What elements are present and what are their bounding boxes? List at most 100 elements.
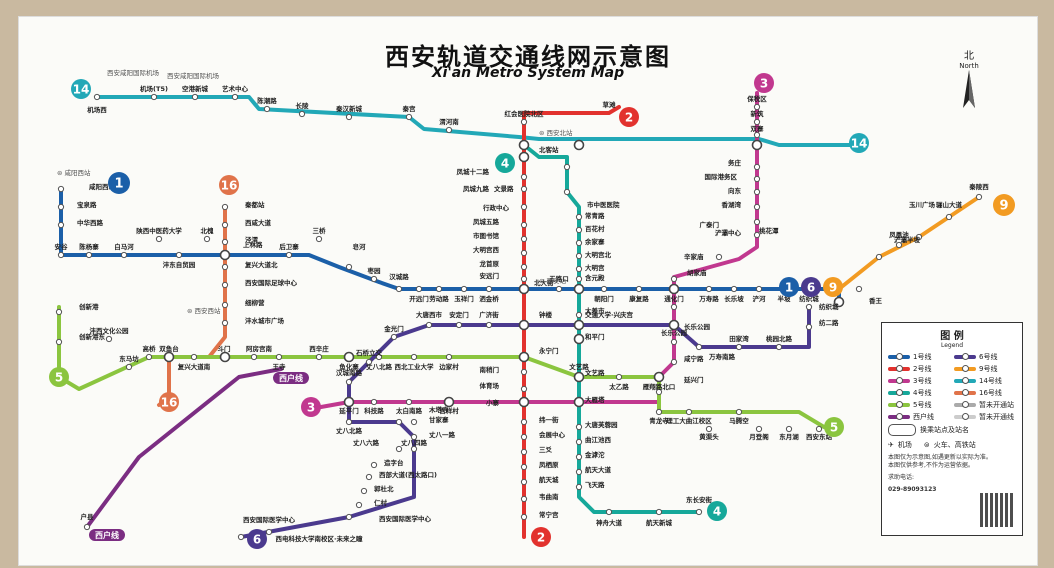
transfer-station[interactable] — [518, 139, 530, 151]
station[interactable] — [753, 218, 761, 226]
station[interactable] — [975, 193, 983, 201]
station[interactable] — [755, 425, 763, 433]
station[interactable] — [520, 368, 528, 376]
transfer-station[interactable] — [573, 371, 585, 383]
station[interactable] — [615, 373, 623, 381]
station[interactable] — [370, 398, 378, 406]
transfer-station[interactable] — [668, 283, 680, 295]
station[interactable] — [895, 241, 903, 249]
station[interactable] — [485, 285, 493, 293]
station[interactable] — [753, 231, 761, 239]
station[interactable] — [250, 353, 258, 361]
station[interactable] — [520, 263, 528, 271]
station[interactable] — [315, 235, 323, 243]
station[interactable] — [55, 308, 63, 316]
station[interactable] — [355, 501, 363, 509]
station[interactable] — [715, 253, 723, 261]
station[interactable] — [190, 353, 198, 361]
station[interactable] — [753, 188, 761, 196]
station[interactable] — [221, 319, 229, 327]
station[interactable] — [57, 203, 65, 211]
station[interactable] — [945, 213, 953, 221]
station[interactable] — [315, 353, 323, 361]
station[interactable] — [520, 418, 528, 426]
station[interactable] — [203, 235, 211, 243]
transfer-station[interactable] — [219, 249, 231, 261]
station[interactable] — [875, 253, 883, 261]
transfer-station[interactable] — [163, 351, 175, 363]
station[interactable] — [600, 285, 608, 293]
station[interactable] — [520, 385, 528, 393]
station[interactable] — [575, 483, 583, 491]
station[interactable] — [575, 226, 583, 234]
station[interactable] — [285, 251, 293, 259]
transfer-station[interactable] — [573, 139, 585, 151]
station[interactable] — [735, 408, 743, 416]
station[interactable] — [775, 343, 783, 351]
station[interactable] — [635, 285, 643, 293]
station[interactable] — [265, 528, 273, 536]
station[interactable] — [275, 353, 283, 361]
station[interactable] — [365, 473, 373, 481]
station[interactable] — [370, 275, 378, 283]
station[interactable] — [520, 478, 528, 486]
station[interactable] — [735, 343, 743, 351]
station[interactable] — [405, 398, 413, 406]
station[interactable] — [445, 126, 453, 134]
station[interactable] — [390, 333, 398, 341]
station[interactable] — [563, 163, 571, 171]
station[interactable] — [395, 445, 403, 453]
station[interactable] — [575, 252, 583, 260]
station[interactable] — [460, 285, 468, 293]
station[interactable] — [455, 321, 463, 329]
station[interactable] — [145, 353, 153, 361]
station[interactable] — [520, 235, 528, 243]
station[interactable] — [345, 263, 353, 271]
station[interactable] — [415, 285, 423, 293]
transfer-station[interactable] — [833, 296, 845, 308]
station[interactable] — [365, 358, 373, 366]
station[interactable] — [405, 113, 413, 121]
station[interactable] — [575, 213, 583, 221]
station[interactable] — [655, 508, 663, 516]
station[interactable] — [520, 203, 528, 211]
station[interactable] — [395, 418, 403, 426]
station[interactable] — [57, 221, 65, 229]
station[interactable] — [221, 263, 229, 271]
station[interactable] — [705, 425, 713, 433]
station[interactable] — [370, 461, 378, 469]
station[interactable] — [685, 408, 693, 416]
station[interactable] — [520, 495, 528, 503]
station[interactable] — [83, 523, 91, 531]
transfer-station[interactable] — [573, 396, 585, 408]
station[interactable] — [485, 321, 493, 329]
transfer-station[interactable] — [518, 151, 530, 163]
station[interactable] — [575, 311, 583, 319]
transfer-station[interactable] — [343, 396, 355, 408]
station[interactable] — [805, 303, 813, 311]
station[interactable] — [221, 281, 229, 289]
station[interactable] — [410, 418, 418, 426]
station[interactable] — [555, 285, 563, 293]
station[interactable] — [435, 285, 443, 293]
station[interactable] — [445, 353, 453, 361]
station[interactable] — [221, 301, 229, 309]
station[interactable] — [670, 275, 678, 283]
station[interactable] — [753, 163, 761, 171]
station[interactable] — [575, 275, 583, 283]
station[interactable] — [753, 203, 761, 211]
station[interactable] — [855, 285, 863, 293]
station[interactable] — [695, 508, 703, 516]
station[interactable] — [755, 285, 763, 293]
station[interactable] — [410, 433, 418, 441]
station[interactable] — [57, 251, 65, 259]
transfer-station[interactable] — [219, 351, 231, 363]
station[interactable] — [575, 265, 583, 273]
transfer-station[interactable] — [518, 283, 530, 295]
transfer-station[interactable] — [573, 333, 585, 345]
station[interactable] — [520, 463, 528, 471]
station[interactable] — [915, 233, 923, 241]
station[interactable] — [785, 425, 793, 433]
station[interactable] — [575, 468, 583, 476]
station[interactable] — [670, 303, 678, 311]
